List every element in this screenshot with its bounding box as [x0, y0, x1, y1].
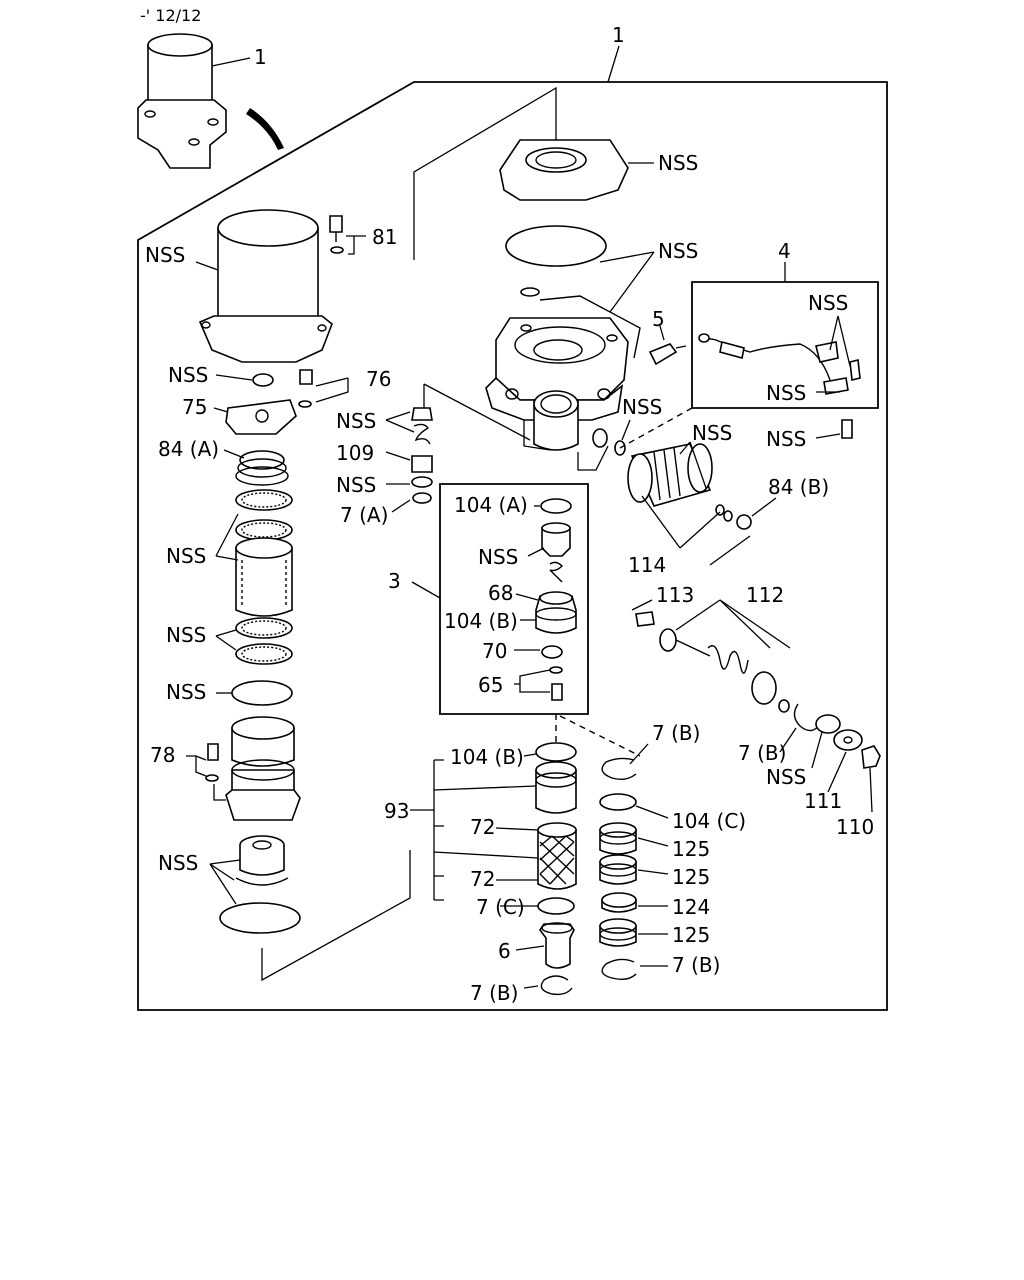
callout-nss-fittings: NSS: [622, 395, 662, 419]
callout-nss-diaphragm: NSS: [658, 239, 698, 263]
callout-4: 4: [778, 239, 791, 263]
callout-81: 81: [372, 225, 397, 249]
check-valve: NSS 84 (B) 114: [627, 421, 829, 577]
callout-nss-lower-screens: NSS: [166, 623, 206, 647]
callout-6: 6: [498, 939, 511, 963]
inset-assembly: 1: [137, 33, 284, 169]
callout-111: 111: [804, 789, 842, 813]
kit-3: 3 104 (A) NSS 68 104 (B) 70 65: [388, 483, 589, 715]
callout-nss-oring: NSS: [166, 680, 206, 704]
callout-76: 76: [366, 367, 391, 391]
assembly-frame: [137, 81, 888, 1011]
callout-78: 78: [150, 743, 175, 767]
callout-104a: 104 (A): [454, 493, 528, 517]
callout-125b: 125: [672, 865, 710, 889]
callout-84b: 84 (B): [768, 475, 829, 499]
callout-72-top: 72: [470, 815, 495, 839]
purge-valve-parts: NSS 109 NSS 7 (A): [336, 383, 531, 527]
callout-nss-clip: NSS: [766, 381, 806, 405]
callout-nss-disc: NSS: [766, 765, 806, 789]
callout-125a: 125: [672, 837, 710, 861]
valve-body: NSS NSS 5 NSS: [485, 139, 698, 471]
callout-nss-screens: NSS: [166, 544, 206, 568]
callout-104c: 104 (C): [672, 809, 746, 833]
callout-113: 113: [656, 583, 694, 607]
callout-nss-piston: NSS: [478, 545, 518, 569]
callout-93: 93: [384, 799, 409, 823]
header-code: -' 12/12: [140, 6, 201, 25]
callout-75: 75: [182, 395, 207, 419]
relief-valve: 113 112 7 (B) NSS 111 110: [631, 583, 881, 839]
callout-7b-relief: 7 (B): [738, 741, 786, 765]
harness-kit: 4 NSS NSS NSS: [619, 239, 879, 451]
callout-7b-lower: 7 (B): [672, 953, 720, 977]
callout-112: 112: [746, 583, 784, 607]
callout-nss-top-cover: NSS: [658, 151, 698, 175]
callout-65: 65: [478, 673, 503, 697]
callout-68: 68: [488, 581, 513, 605]
callout-7b-upper: 7 (B): [652, 721, 700, 745]
callout-104b-outer: 104 (B): [450, 745, 524, 769]
callout-nss-washer: NSS: [168, 363, 208, 387]
callout-72-bot: 72: [470, 867, 495, 891]
callout-5: 5: [652, 307, 665, 331]
callout-1-frame: 1: [612, 23, 625, 47]
callout-104b-inner: 104 (B): [444, 609, 518, 633]
callout-3: 3: [388, 569, 401, 593]
callout-7b-bottom: 7 (B): [470, 981, 518, 1005]
callout-109: 109: [336, 441, 374, 465]
canister-stack: NSS 81 NSS 76 75 84 (A): [145, 209, 397, 934]
kit-93: 93 104 (B) 72 72 7 (C): [384, 742, 577, 919]
callout-114: 114: [628, 553, 666, 577]
callout-1-inset: 1: [254, 45, 267, 69]
callout-70: 70: [482, 639, 507, 663]
callout-nss-filter: NSS: [158, 851, 198, 875]
callout-nss-canister: NSS: [145, 243, 185, 267]
callout-nss-check: NSS: [692, 421, 732, 445]
callout-nss-109-top: NSS: [336, 409, 376, 433]
callout-124: 124: [672, 895, 710, 919]
callout-nss-harness: NSS: [808, 291, 848, 315]
callout-nss-109-oring: NSS: [336, 473, 376, 497]
part-6: 6 7 (B): [470, 922, 575, 1005]
stack-125: 7 (B) 104 (C) 125 125 124 125 7 (B): [599, 721, 746, 981]
callout-7a: 7 (A): [340, 503, 388, 527]
callout-nss-screw: NSS: [766, 427, 806, 451]
callout-7c: 7 (C): [476, 895, 525, 919]
callout-110: 110: [836, 815, 874, 839]
callout-125c: 125: [672, 923, 710, 947]
callout-84a: 84 (A): [158, 437, 219, 461]
